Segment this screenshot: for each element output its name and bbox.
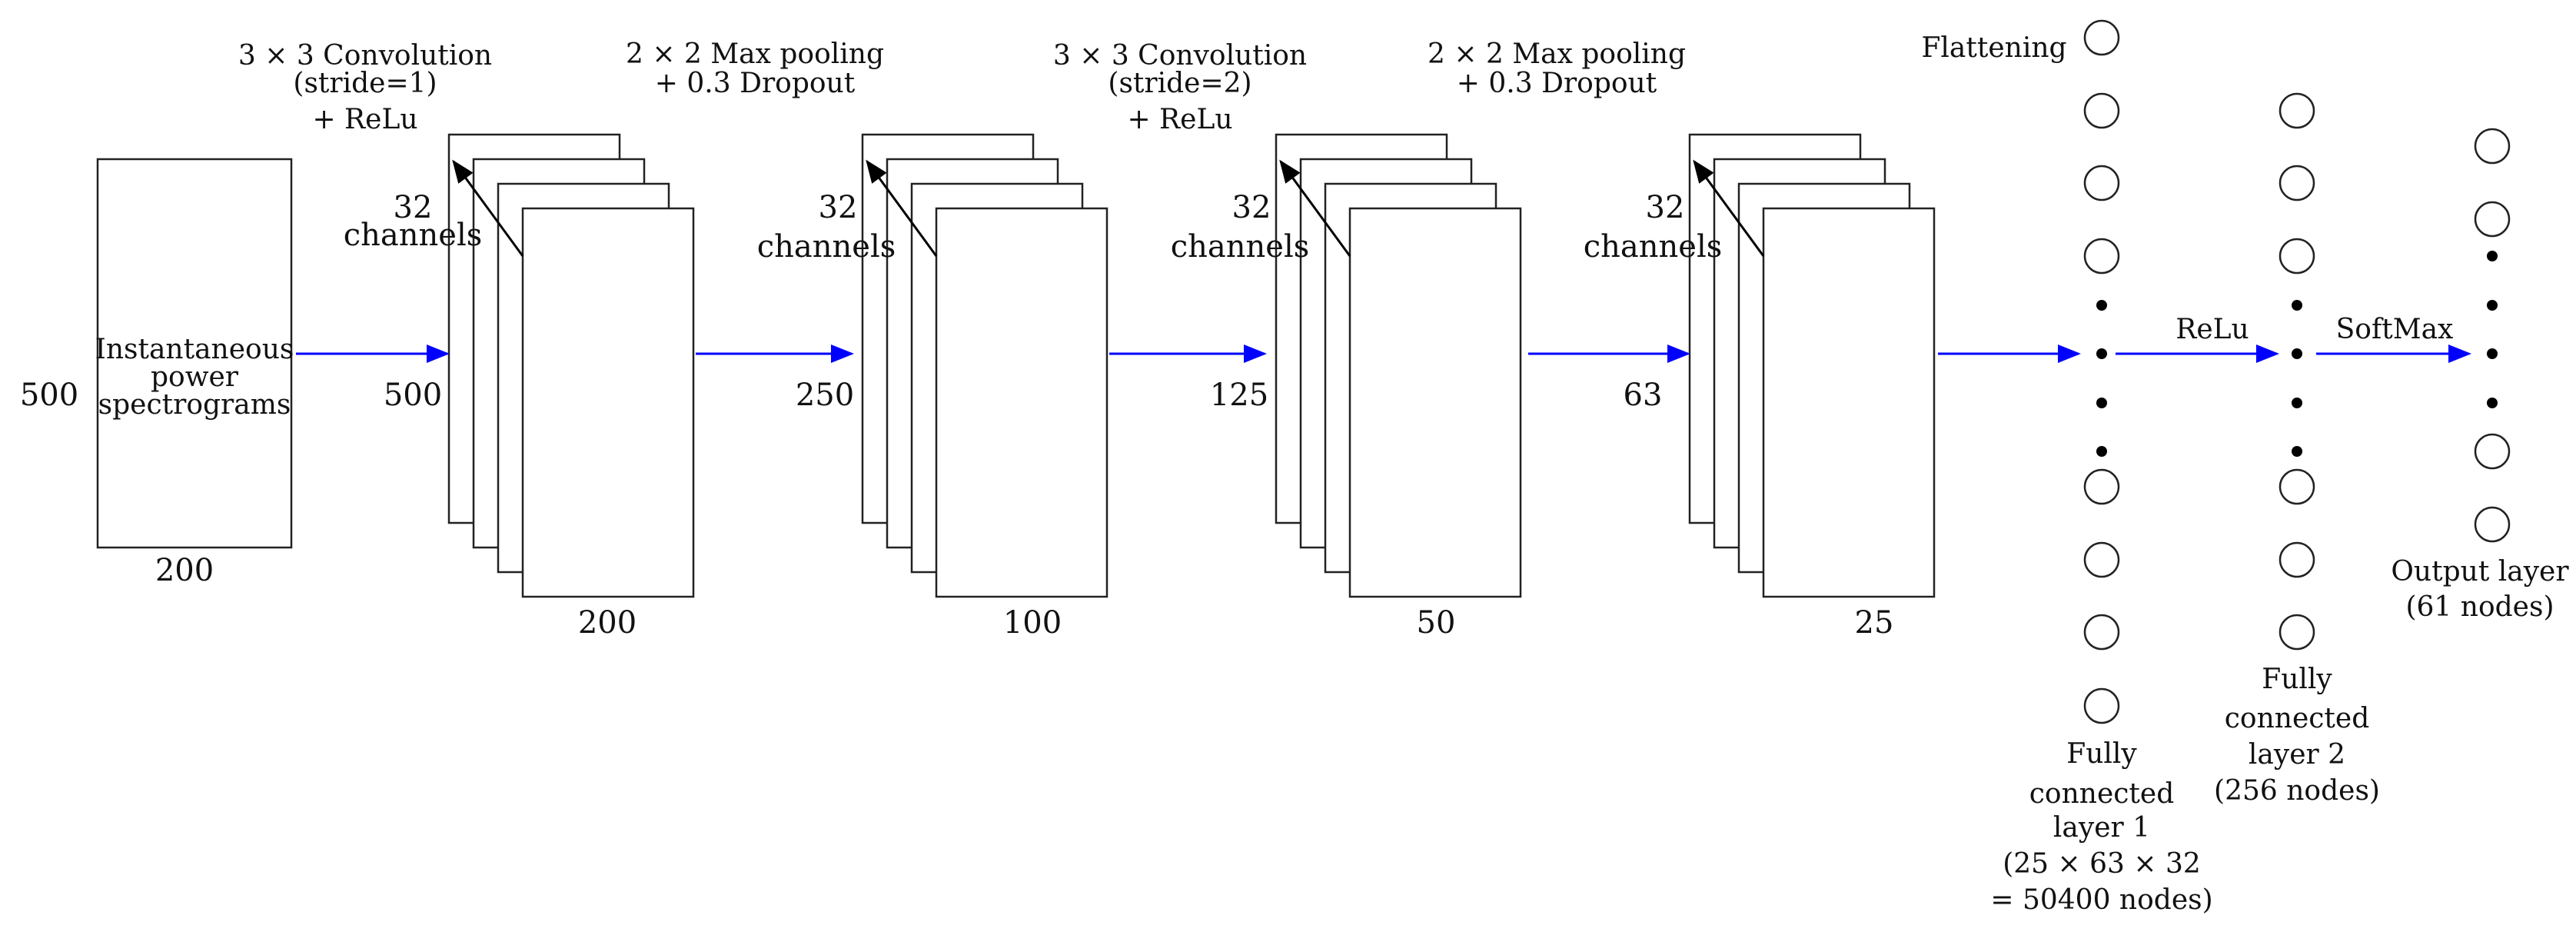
step-4-line-1: 2 × 2 Max pooling	[1428, 38, 1686, 70]
softmax-label: SoftMax	[2336, 314, 2454, 345]
fc1-line-1: Fully	[2066, 738, 2137, 770]
feature-map-sheet	[1762, 207, 1936, 598]
feature-map-sheet	[521, 207, 695, 598]
step-1-line-3: + ReLu	[312, 104, 417, 135]
step-2-line-2: + 0.3 Dropout	[655, 68, 856, 99]
neuron-node	[2474, 201, 2511, 238]
feature-map-sheet	[935, 207, 1109, 598]
stack-1-channels-count: 32	[394, 190, 433, 225]
fc1-line-2: connected	[2029, 778, 2175, 810]
neuron-node	[2083, 19, 2120, 56]
fc1-line-5: = 50400 nodes)	[1990, 884, 2212, 916]
neuron-node	[2083, 687, 2120, 724]
stack-3-width-label: 50	[1417, 605, 1456, 641]
stack-2-width-label: 100	[1003, 605, 1062, 641]
neuron-node	[2474, 506, 2511, 543]
stack-4-height-label: 63	[1624, 378, 1663, 413]
stack-3-channels-count: 32	[1232, 190, 1271, 225]
ellipsis-dot	[2487, 300, 2498, 311]
neuron-node	[2279, 614, 2315, 651]
relu-label: ReLu	[2175, 314, 2249, 345]
ellipsis-dot	[2096, 398, 2107, 408]
stack-2-channels-count: 32	[819, 190, 858, 225]
depth-arrow	[866, 159, 938, 257]
step-3-line-1: 3 × 3 Convolution	[1053, 40, 1307, 72]
neuron-node	[2083, 165, 2120, 201]
step-3-line-3: + ReLu	[1127, 104, 1232, 135]
step-1-line-2: (stride=1)	[293, 68, 437, 99]
stack-1-height-label: 500	[384, 378, 442, 413]
fc1-line-3: layer 1	[2053, 812, 2150, 844]
input-label-line-1: Instantaneous	[95, 334, 294, 365]
neuron-node	[2279, 468, 2315, 505]
feature-stack-1: 32 channels 500 200	[344, 133, 695, 641]
stack-1-width-label: 200	[578, 605, 637, 641]
fc2-line-4: (256 nodes)	[2214, 775, 2380, 807]
feature-stack-4: 32 channels 63 25	[1584, 133, 1936, 641]
step-4-line-2: + 0.3 Dropout	[1457, 68, 1657, 99]
input-block: Instantaneous power spectrograms 500 200	[20, 158, 294, 588]
feature-map-sheet	[1348, 207, 1522, 598]
input-label-line-2: power	[151, 361, 239, 393]
fc1-line-4: (25 × 63 × 32	[2003, 848, 2201, 880]
step-3-line-2: (stride=2)	[1108, 68, 1251, 99]
fully-connected-layer-1: Flattening Fully connected layer 1 (25 ×…	[1921, 19, 2213, 916]
stack-2-height-label: 250	[796, 378, 854, 413]
input-width-label: 200	[155, 553, 214, 588]
stack-4-width-label: 25	[1855, 605, 1894, 641]
fully-connected-layer-2: Fully connected layer 2 (256 nodes)	[2214, 92, 2380, 807]
fc2-line-3: layer 2	[2249, 739, 2345, 771]
input-label-line-3: spectrograms	[98, 389, 291, 421]
input-height-label: 500	[20, 378, 78, 413]
step-1-annotation: 3 × 3 Convolution (stride=1) + ReLu	[238, 40, 492, 135]
input-spectrogram-box	[96, 158, 293, 549]
feature-stack-2: 32 channels 250 100	[757, 133, 1109, 641]
ellipsis-dot	[2292, 348, 2302, 359]
stack-3-channels-word: channels	[1171, 229, 1310, 265]
flattening-label: Flattening	[1921, 32, 2066, 64]
output-line-2: (61 nodes)	[2405, 591, 2554, 623]
stack-4-channels-word: channels	[1584, 229, 1723, 265]
step-2-line-1: 2 × 2 Max pooling	[626, 38, 884, 70]
neuron-node	[2279, 238, 2315, 275]
ellipsis-dot	[2487, 398, 2498, 408]
step-3-annotation: 3 × 3 Convolution (stride=2) + ReLu	[1053, 40, 1307, 135]
neuron-node	[2083, 468, 2120, 505]
stack-3-height-label: 125	[1210, 378, 1268, 413]
ellipsis-dot	[2292, 446, 2302, 457]
step-2-annotation: 2 × 2 Max pooling + 0.3 Dropout	[626, 38, 884, 99]
stack-4-channels-count: 32	[1646, 190, 1685, 225]
neuron-node	[2474, 433, 2511, 470]
neuron-node	[2083, 238, 2120, 275]
depth-arrow	[452, 159, 524, 257]
step-1-line-1: 3 × 3 Convolution	[238, 40, 492, 72]
ellipsis-dot	[2487, 348, 2498, 359]
neuron-node	[2083, 614, 2120, 651]
feature-stack-3: 32 channels 125 50	[1171, 133, 1522, 641]
neuron-node	[2083, 92, 2120, 129]
fc2-line-2: connected	[2225, 703, 2370, 734]
neuron-node	[2279, 92, 2315, 129]
depth-arrow	[1693, 159, 1765, 257]
neuron-node	[2083, 541, 2120, 578]
step-4-annotation: 2 × 2 Max pooling + 0.3 Dropout	[1428, 38, 1686, 99]
stack-1-channels-word: channels	[344, 218, 483, 253]
fc2-line-1: Fully	[2262, 664, 2332, 695]
neuron-node	[2279, 165, 2315, 201]
ellipsis-dot	[2096, 348, 2107, 359]
ellipsis-dot	[2096, 300, 2107, 311]
output-layer: Output layer (61 nodes)	[2391, 128, 2569, 623]
neuron-node	[2279, 541, 2315, 578]
stack-2-channels-word: channels	[757, 229, 896, 265]
output-line-1: Output layer	[2391, 556, 2569, 587]
ellipsis-dot	[2292, 398, 2302, 408]
ellipsis-dot	[2292, 300, 2302, 311]
depth-arrow	[1279, 159, 1351, 257]
ellipsis-dot	[2487, 251, 2498, 261]
neuron-node	[2474, 128, 2511, 165]
ellipsis-dot	[2096, 446, 2107, 457]
